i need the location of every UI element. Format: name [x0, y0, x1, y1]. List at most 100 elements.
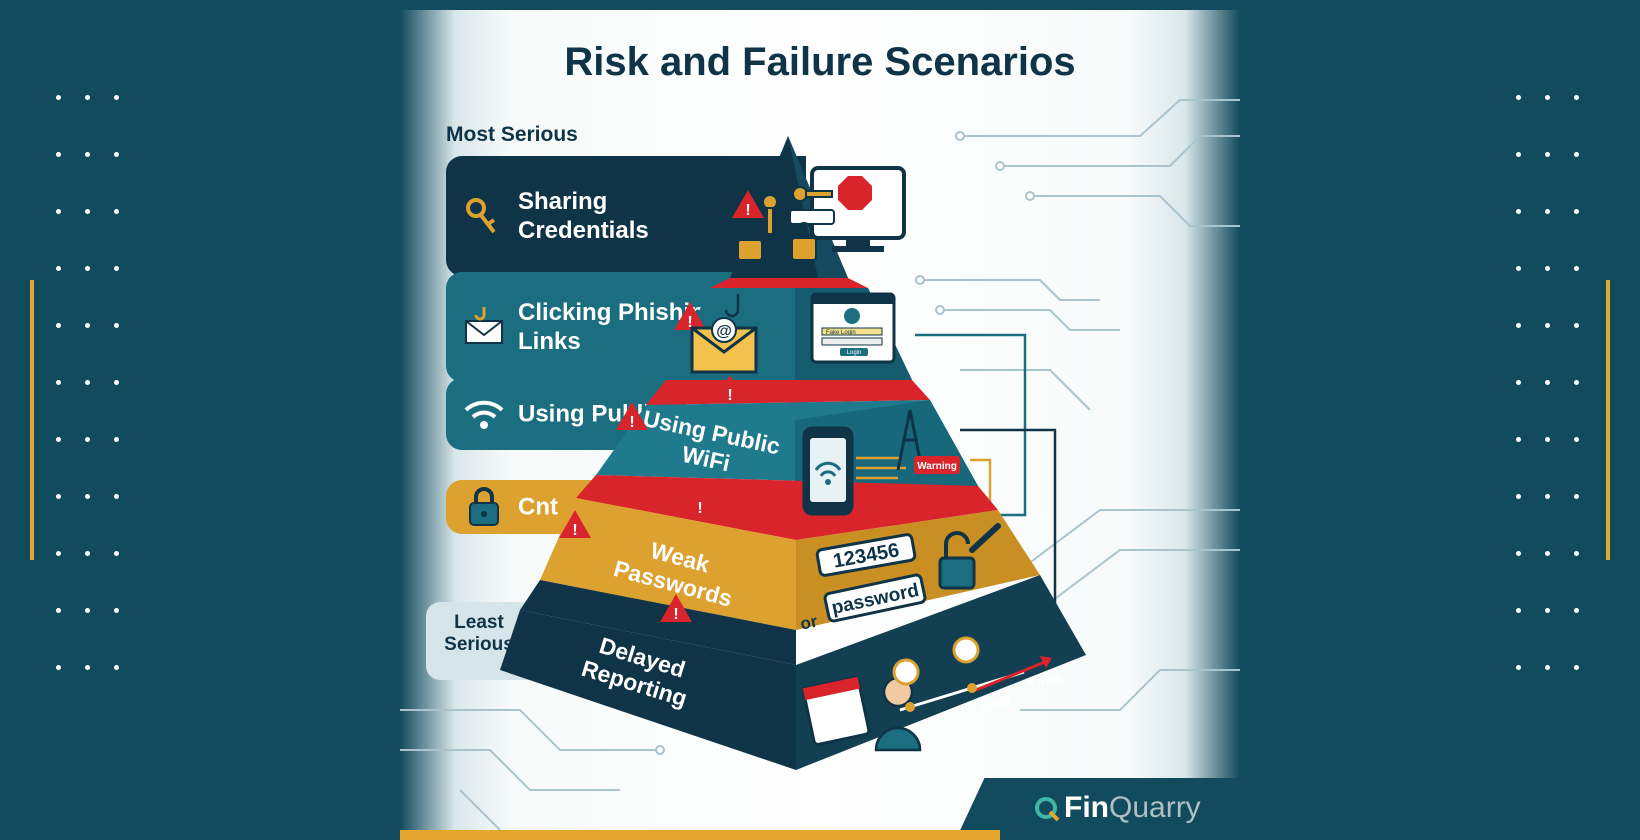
decorative-dot — [1545, 437, 1550, 442]
decorative-dot — [1574, 323, 1579, 328]
decorative-dot — [85, 380, 90, 385]
fake-login-window: Fake Login Login — [810, 292, 896, 364]
decorative-dot — [56, 551, 61, 556]
decorative-dot — [1545, 665, 1550, 670]
decorative-dot — [1574, 266, 1579, 271]
phishing-envelope-icon: @ — [690, 294, 758, 374]
finquarry-logo-icon — [1035, 797, 1060, 822]
brand-name-part2: Quarry — [1109, 791, 1201, 824]
decorative-dot — [85, 608, 90, 613]
svg-text:!: ! — [745, 202, 750, 219]
decorative-dot — [114, 494, 119, 499]
warning-icon: ! ! ! ! ! ! ! ! — [559, 190, 860, 623]
decorative-dot — [56, 380, 61, 385]
infographic-title: Risk and Failure Scenarios — [564, 40, 1076, 84]
decorative-dot — [1516, 380, 1521, 385]
decorative-dot — [1516, 665, 1521, 670]
padlock-icon — [462, 485, 506, 529]
decorative-dot — [85, 266, 90, 271]
decorative-dot — [1545, 323, 1550, 328]
envelope-hook-icon — [462, 305, 506, 349]
decorative-dot — [1545, 152, 1550, 157]
svg-text:!: ! — [629, 414, 634, 431]
least-serious-label: Least Serious — [444, 612, 514, 655]
decorative-dot — [1574, 608, 1579, 613]
decorative-dot — [1574, 95, 1579, 100]
decorative-dot — [114, 209, 119, 214]
decorative-dot — [56, 323, 61, 328]
decorative-dot — [85, 551, 90, 556]
left-dot-grid — [56, 95, 136, 715]
decorative-dot — [56, 152, 61, 157]
decorative-dot — [56, 95, 61, 100]
most-serious-label: Most Serious — [446, 123, 578, 146]
decorative-dot — [56, 494, 61, 499]
decorative-dot — [56, 437, 61, 442]
infographic-panel: Risk and Failure Scenarios Most Serious … — [400, 10, 1240, 840]
login-title: Fake Login — [826, 330, 856, 336]
svg-text:!: ! — [727, 387, 732, 404]
brand-name-part1: Fin — [1064, 791, 1109, 824]
svg-text:!: ! — [687, 314, 692, 331]
tier-separator-1 — [710, 278, 868, 288]
decorative-dot — [1545, 380, 1550, 385]
decorative-dot — [114, 551, 119, 556]
padlock-icon — [737, 222, 817, 261]
decorative-dot — [85, 323, 90, 328]
decorative-dot — [114, 266, 119, 271]
decorative-dot — [1545, 95, 1550, 100]
circuit-lines — [400, 99, 1240, 831]
decorative-dot — [1516, 323, 1521, 328]
tier-4-left-face — [540, 498, 796, 630]
decorative-dot — [85, 494, 90, 499]
decorative-dot — [1574, 152, 1579, 157]
decorative-dot — [56, 266, 61, 271]
decorative-dot — [1574, 551, 1579, 556]
decorative-dot — [1516, 551, 1521, 556]
left-accent-bar — [30, 280, 34, 560]
right-dot-grid — [1516, 95, 1596, 715]
decorative-dot — [1516, 95, 1521, 100]
monitor-stop-icon — [789, 166, 906, 252]
decorative-dot — [114, 380, 119, 385]
login-button-text: Login — [847, 350, 862, 356]
decorative-dot — [85, 209, 90, 214]
decorative-dot — [56, 209, 61, 214]
phone-wifi-icon: Warning — [802, 409, 960, 516]
decorative-dot — [114, 437, 119, 442]
key-icon — [762, 186, 833, 235]
decorative-dot — [114, 152, 119, 157]
decorative-dot — [114, 665, 119, 670]
decorative-dot — [1574, 437, 1579, 442]
bottom-accent-strip — [400, 830, 1000, 840]
decorative-dot — [85, 665, 90, 670]
delayed-reporting-scene: Lost Time — [802, 636, 1062, 752]
brand-logo: FinQuarry — [1000, 778, 1240, 840]
decorative-dot — [1574, 209, 1579, 214]
decorative-dot — [1516, 608, 1521, 613]
svg-text:!: ! — [673, 606, 678, 623]
warning-tag-text: Warning — [917, 461, 957, 472]
wifi-icon — [462, 392, 506, 436]
decorative-dot — [85, 437, 90, 442]
decorative-dot — [85, 152, 90, 157]
decorative-dot — [1574, 380, 1579, 385]
decorative-dot — [114, 95, 119, 100]
decorative-dot — [1574, 494, 1579, 499]
keys-icon — [462, 194, 506, 238]
password-connector: or — [799, 611, 820, 633]
decorative-dot — [1516, 494, 1521, 499]
risk-pyramid: Using PublicWiFi WeakPasswords DelayedRe… — [400, 99, 1240, 831]
decorative-dot — [1516, 152, 1521, 157]
svg-text:!: ! — [572, 522, 577, 539]
decorative-dot — [1545, 551, 1550, 556]
decorative-dot — [1516, 209, 1521, 214]
decorative-dot — [1574, 665, 1579, 670]
decorative-dot — [56, 608, 61, 613]
decorative-dot — [56, 665, 61, 670]
right-accent-bar — [1606, 280, 1610, 560]
svg-text:@: @ — [716, 323, 732, 340]
time-lost-label: Lost — [979, 691, 1012, 713]
decorative-dot — [114, 608, 119, 613]
